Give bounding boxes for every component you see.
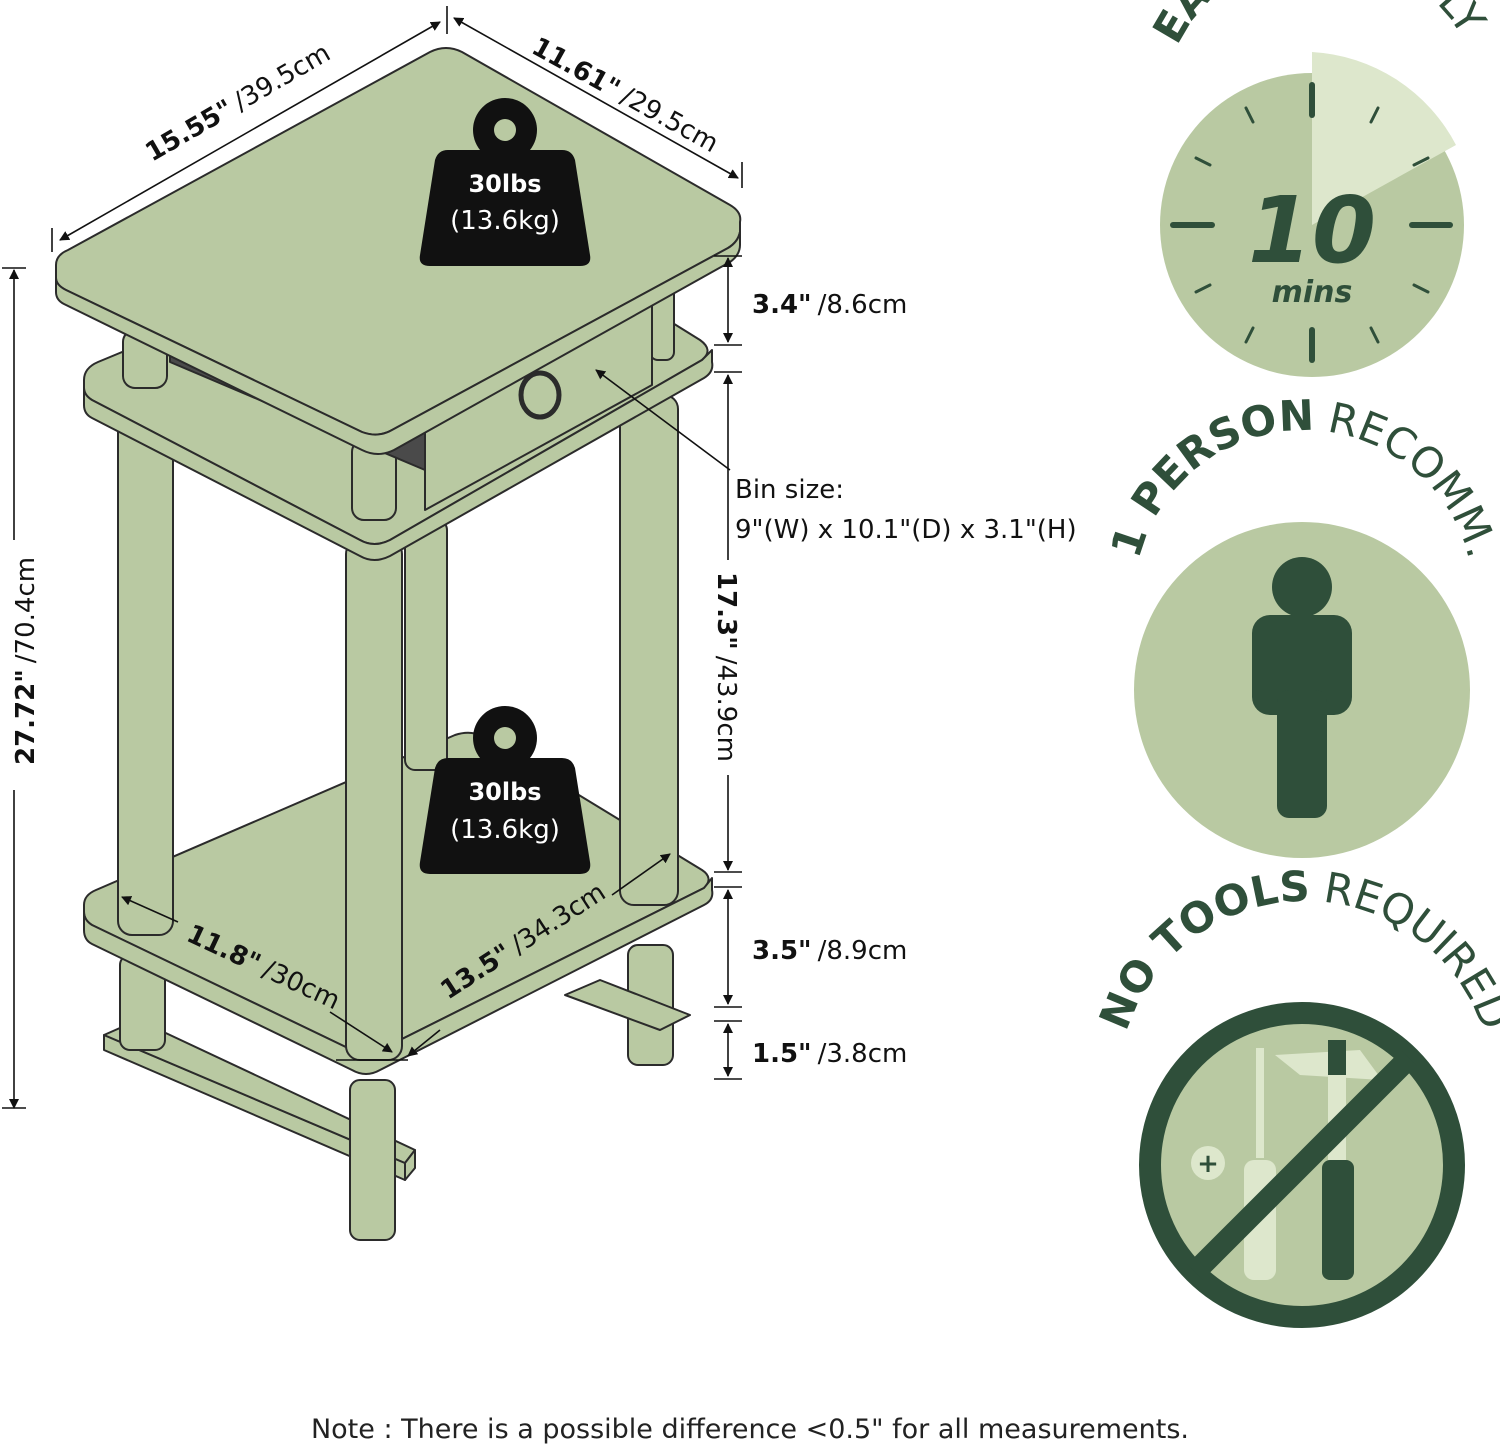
bin-size-label: Bin size: [735, 475, 844, 505]
prohibition-slash [1187, 1050, 1417, 1280]
hammer-handle-icon [1322, 1160, 1354, 1280]
bin-leader-line [595, 369, 731, 471]
plus-icon [1191, 1146, 1225, 1180]
weight-bottom-kg: (13.6kg) [450, 815, 560, 845]
dim-label-height: 27.72"/70.4cm [11, 557, 41, 765]
post-back-left [404, 519, 448, 771]
clock-icon [1170, 82, 1453, 363]
drawer-handle [518, 370, 562, 420]
badge-easy-assembly: 10 mins [1160, 52, 1464, 377]
weight-top-kg: (13.6kg) [450, 206, 560, 236]
stretcher-right [564, 979, 691, 1031]
dim-label-drawer: 3.4"/8.6cm [752, 290, 907, 320]
dim-line-shelf-width-b [611, 853, 671, 896]
dim-line-shelf-depth-a [121, 896, 179, 923]
dim-line-shelf-depth-b [329, 1011, 393, 1053]
weight-bottom-lbs: 30lbs [468, 778, 541, 806]
weight-icon-bottom [419, 706, 591, 874]
stretcher-left-end [404, 1149, 416, 1181]
person-icon [1252, 557, 1352, 818]
measurement-note: Note : There is a possible difference <0… [310, 1414, 1190, 1445]
table-top-edge [55, 231, 741, 455]
svg-text:+: + [1197, 1149, 1219, 1179]
weight-top-lbs: 30lbs [468, 170, 541, 198]
badge-no-tools: + [1139, 1002, 1465, 1328]
assembly-minutes: 10 [1248, 177, 1376, 284]
badge-one-person [1134, 522, 1470, 858]
no-tools-icon: + [1191, 1040, 1382, 1280]
dim-line-top-width [59, 21, 441, 241]
bottom-shelf-edge [83, 877, 714, 1075]
middle-shelf-edge [83, 349, 714, 561]
side-table-illustration [55, 47, 742, 1241]
dim-label-lower: 3.5"/8.9cm [752, 936, 907, 966]
dim-line-shelf-width-a [407, 1029, 441, 1057]
leg-front-right [349, 1079, 396, 1241]
bin-size-value: 9"(W) x 10.1"(D) x 3.1"(H) [735, 515, 1077, 545]
badge-easy-assembly-title: EASYASSEMBLY [1143, 0, 1495, 51]
dimension-lines [2, 6, 743, 1109]
dim-label-middle: 17.3"/43.9cm [711, 572, 741, 762]
clock-elapsed-wedge [1312, 52, 1456, 225]
screwdriver-shaft-icon [1256, 1048, 1264, 1158]
post-back-right [619, 394, 679, 906]
dim-label-bottom: 1.5"/3.8cm [752, 1039, 907, 1069]
post-front-left [117, 409, 174, 936]
prohibition-circle [1139, 1002, 1465, 1328]
post-front-right [345, 539, 403, 1061]
dim-line-top-depth [453, 17, 739, 179]
assembly-unit: mins [1272, 275, 1353, 310]
